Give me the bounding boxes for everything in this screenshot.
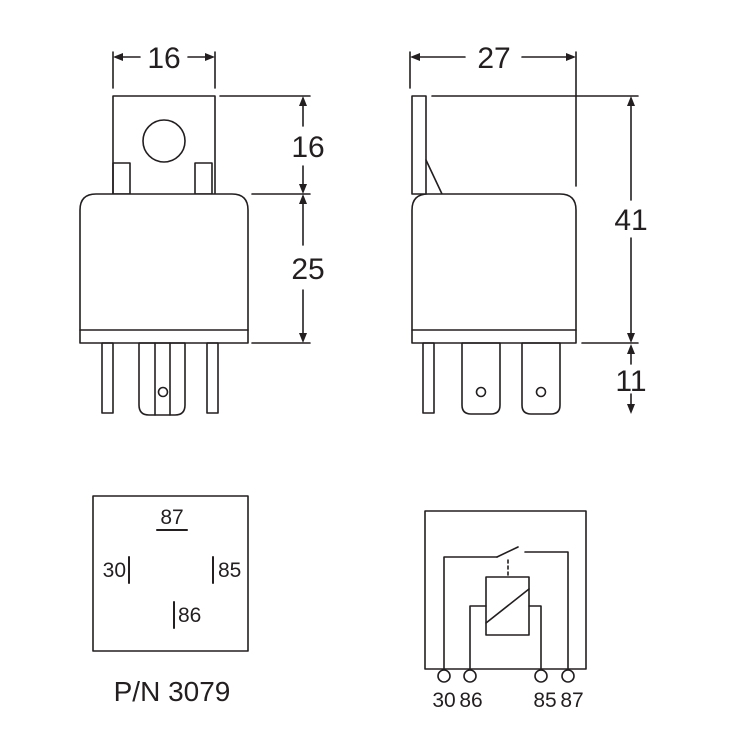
- dimension-front-width-label: 16: [147, 42, 180, 75]
- terminal-87: [561, 669, 575, 683]
- side-mounting-bracket: [411, 95, 427, 195]
- terminal-85: [534, 669, 548, 683]
- side-pin-blade-left-hole: [475, 386, 487, 398]
- pin-87-label: 87: [160, 506, 183, 529]
- schematic-wire-30: [443, 556, 498, 670]
- front-pin-left: [101, 342, 114, 414]
- dimension-side-depth: [409, 51, 577, 187]
- part-number: P/N 3079: [114, 676, 231, 707]
- front-bracket-tab-left: [112, 162, 131, 195]
- relay-schematic: [424, 510, 587, 683]
- schematic-outline: [424, 510, 587, 670]
- front-pin-right: [206, 342, 219, 414]
- terminal-86-label: 86: [459, 689, 482, 712]
- dimension-bracket-height-label: 16: [291, 131, 324, 164]
- pin-layout-outline: [92, 495, 249, 652]
- dimension-body-height-label: 25: [291, 253, 324, 286]
- side-pin-thin: [422, 342, 435, 414]
- terminal-30-label: 30: [432, 689, 455, 712]
- front-mounting-bracket: [112, 95, 216, 195]
- schematic-coil-diagonal: [485, 588, 530, 624]
- side-relay-body: [411, 193, 577, 344]
- terminal-87-label: 87: [560, 689, 583, 712]
- side-pin-blade-left: [461, 342, 501, 415]
- front-view: [79, 95, 249, 416]
- pin-86-label: 86: [178, 604, 201, 627]
- schematic-wire-87: [524, 551, 569, 670]
- pin-30-label: 30: [103, 559, 126, 582]
- dimension-total-height-label: 41: [614, 204, 647, 237]
- side-pin-blade-right: [521, 342, 561, 415]
- schematic-wire-85: [528, 605, 542, 670]
- side-pin-blade-right-hole: [535, 386, 547, 398]
- front-mounting-hole: [142, 119, 186, 163]
- front-pin-center-hole: [157, 386, 169, 398]
- schematic-wire-86: [469, 605, 487, 670]
- terminal-86: [463, 669, 477, 683]
- pin-layout: [92, 495, 249, 652]
- terminal-85-label: 85: [533, 689, 556, 712]
- terminal-30: [437, 669, 451, 683]
- dimension-front-heights: [219, 95, 311, 344]
- dimension-pin-length-label: 11: [615, 365, 646, 398]
- schematic-switch-contact: [496, 546, 519, 558]
- pin-85-label: 85: [218, 559, 241, 582]
- dimension-side-depth-label: 27: [477, 42, 510, 75]
- front-relay-body: [79, 193, 249, 344]
- side-view: [411, 95, 577, 415]
- dimension-front-width: [112, 51, 216, 89]
- front-pin-center: [138, 342, 186, 416]
- front-bracket-tab-right: [194, 162, 213, 195]
- side-bracket-brace: [425, 159, 443, 195]
- dimension-side-heights: [431, 95, 639, 414]
